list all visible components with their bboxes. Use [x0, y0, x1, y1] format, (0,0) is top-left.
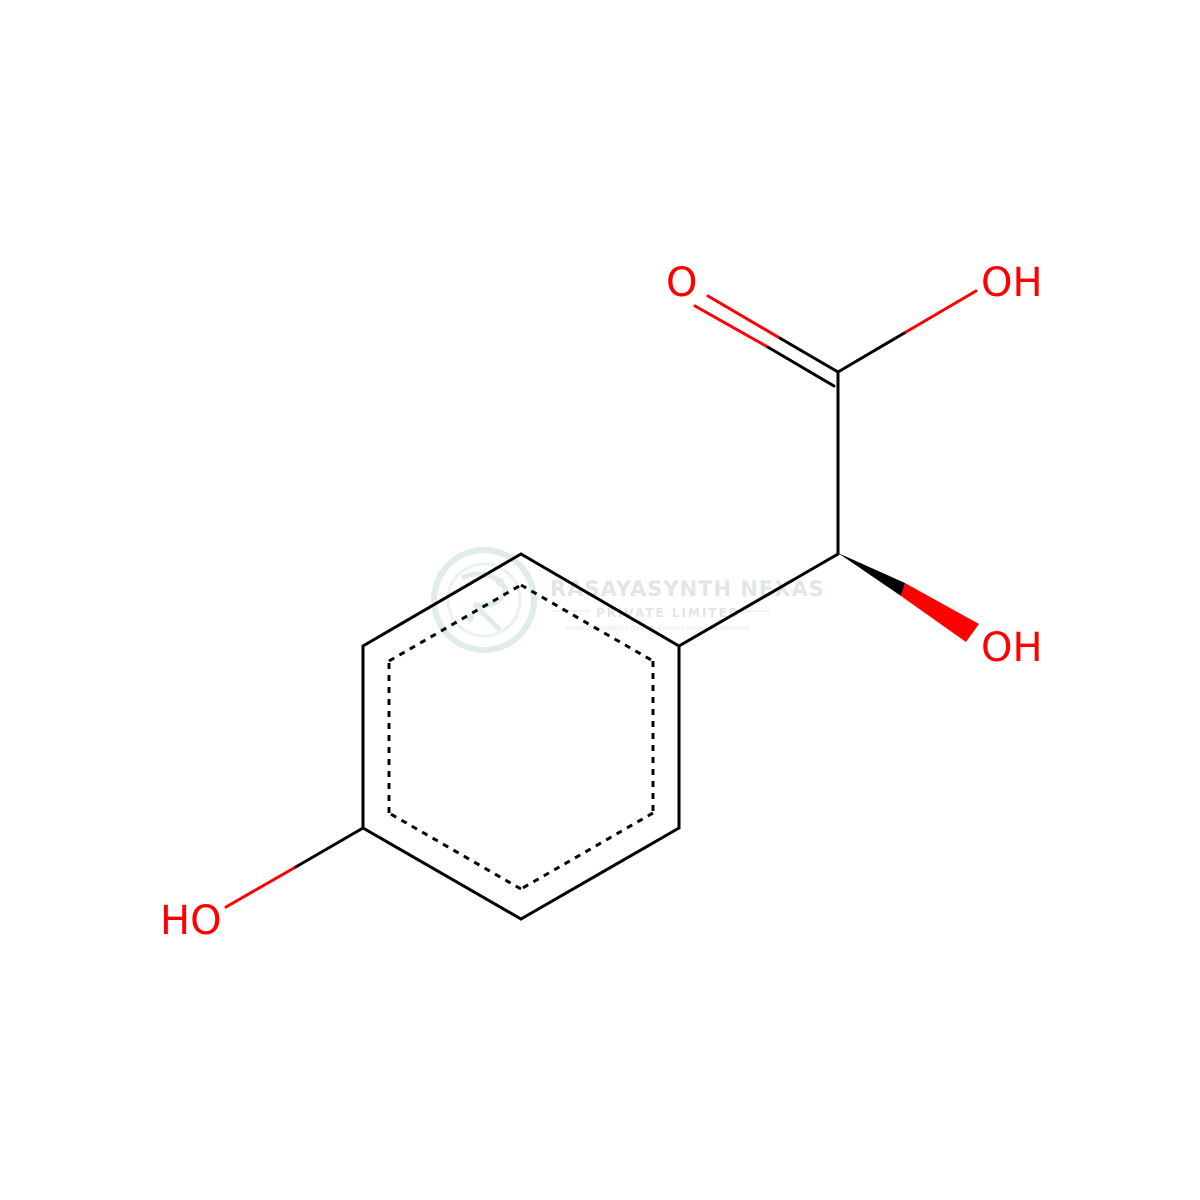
ring-bond-4	[361, 826, 523, 921]
watermark-company-suffix: PRIVATE LIMITED	[596, 606, 741, 620]
ring-bond-3	[519, 826, 681, 921]
ring-bond-6	[361, 552, 523, 648]
aromatic-inner-ring	[387, 583, 655, 891]
aromatic-bond-3	[520, 811, 654, 891]
wedge-bond-alpha-oh	[838, 553, 979, 642]
atom-label-phenol-oh: HO	[160, 898, 222, 944]
watermark-company: RASAYASYNTH NEXAS	[550, 577, 825, 601]
watermark-logo: RASAYASYNTH NEXAS PRIVATE LIMITED Enabli…	[431, 547, 825, 653]
aromatic-bond-6	[388, 583, 522, 663]
aromatic-bond-1	[520, 583, 654, 663]
bond-ring-to-chiral-carbon	[677, 552, 840, 648]
carbonyl-double-bond	[693, 294, 840, 388]
carboxyl-oh-bond	[836, 289, 978, 374]
aromatic-bond-4	[388, 811, 522, 891]
watermark-tagline: Enabling possibilities through discovery…	[566, 625, 750, 632]
atom-label-carbonyl-o: O	[666, 260, 697, 306]
atom-label-alpha-oh: OH	[981, 625, 1043, 671]
atom-label-acid-oh: OH	[981, 260, 1043, 306]
benzene-ring	[361, 552, 681, 921]
ring-bond-1	[519, 552, 681, 648]
phenol-oh-bond	[224, 826, 365, 909]
